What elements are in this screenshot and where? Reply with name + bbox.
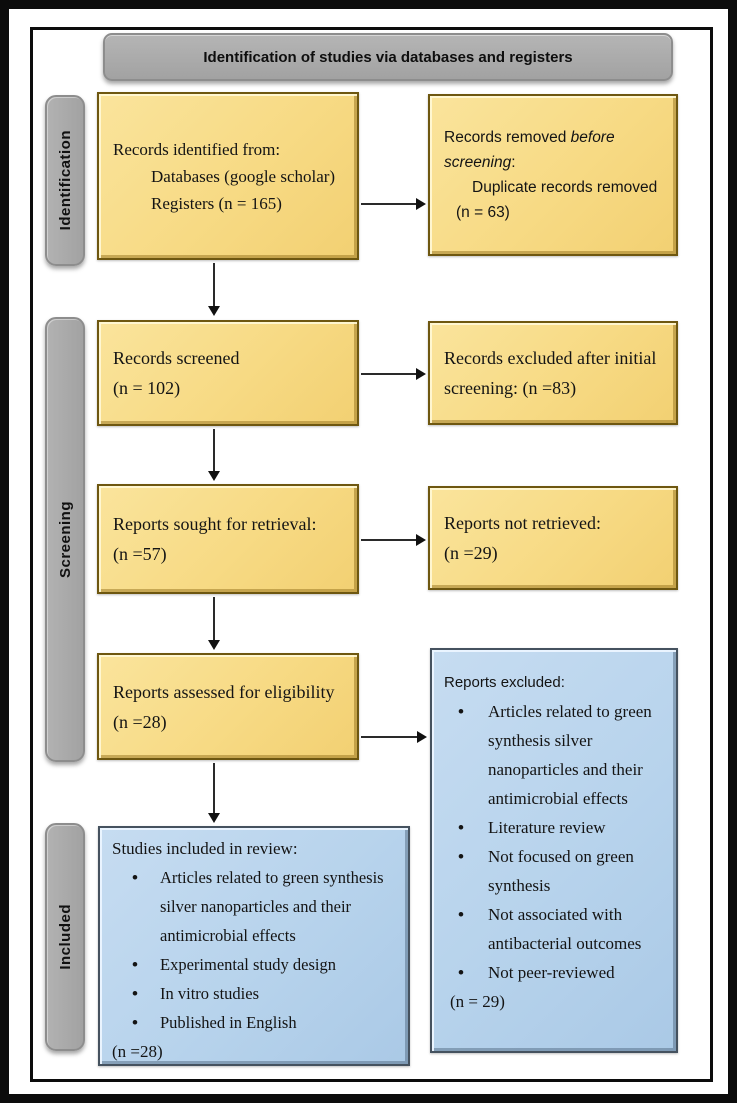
records-identified-databases: Databases (google scholar): [151, 166, 336, 186]
stage-label-included-text: Included: [56, 904, 74, 970]
studies-included-title: Studies included in review:: [112, 839, 298, 858]
diagram-header-banner: Identification of studies via databases …: [103, 33, 673, 81]
stage-label-screening: Screening: [45, 317, 85, 762]
studies-included-bullet: Published in English: [132, 1008, 402, 1037]
records-screened-text: Records screened: [113, 348, 240, 368]
reports-excluded-bullet: Articles related to green synthesis silv…: [458, 697, 670, 813]
studies-included-bullet-list: Articles related to green synthesis silv…: [112, 863, 402, 1037]
box-records-removed: Records removed before screening: Duplic…: [428, 94, 678, 256]
reports-excluded-bullet: Not associated with antibacterial outcom…: [458, 900, 670, 958]
reports-sought-text: Reports sought for retrieval:: [113, 514, 317, 534]
reports-excluded-count: (n = 29): [450, 992, 505, 1011]
records-removed-duplicates: Duplicate records removed: [472, 179, 658, 196]
records-screened-count: (n = 102): [113, 378, 181, 398]
arrow-down-screened-to-sought: [208, 429, 220, 481]
arrow-down-identified-to-screened: [208, 263, 220, 316]
reports-excluded-title: Reports excluded:: [444, 674, 565, 691]
arrow-right-screened-to-excluded: [361, 368, 426, 380]
box-reports-sought: Reports sought for retrieval: (n =57): [97, 484, 359, 594]
reports-excluded-bullet: Literature review: [458, 813, 670, 842]
records-removed-title-italic: before screening: [444, 129, 615, 171]
box-reports-excluded: Reports excluded: Articles related to gr…: [430, 648, 678, 1053]
arrow-down-sought-to-assessed: [208, 597, 220, 650]
arrow-right-assessed-to-reports-excluded: [361, 731, 427, 743]
stage-label-identification: Identification: [45, 95, 85, 266]
reports-assessed-count: (n =28): [113, 711, 167, 732]
stage-label-screening-text: Screening: [56, 500, 74, 579]
reports-excluded-bullet: Not focused on green synthesis: [458, 842, 670, 900]
box-reports-assessed: Reports assessed for eligibility (n =28): [97, 653, 359, 760]
records-removed-count: (n = 63): [456, 204, 510, 221]
box-records-excluded: Records excluded after initial screening…: [428, 321, 678, 425]
studies-included-bullet: In vitro studies: [132, 979, 402, 1008]
reports-sought-count: (n =57): [113, 544, 167, 564]
records-excluded-text: Records excluded after initial screening…: [444, 348, 657, 398]
studies-included-bullet: Articles related to green synthesis silv…: [132, 863, 402, 950]
diagram-title: Identification of studies via databases …: [203, 48, 573, 66]
studies-included-bullet: Experimental study design: [132, 950, 402, 979]
reports-assessed-text: Reports assessed for eligibility: [113, 681, 335, 702]
records-identified-title: Records identified from:: [113, 139, 281, 159]
records-identified-registers: Registers (n = 165): [151, 193, 282, 213]
box-records-screened: Records screened (n = 102): [97, 320, 359, 426]
box-reports-not-retrieved: Reports not retrieved: (n =29): [428, 486, 678, 590]
reports-excluded-bullet: Not peer-reviewed: [458, 958, 670, 987]
reports-not-retrieved-text: Reports not retrieved:: [444, 513, 601, 533]
studies-included-count: (n =28): [112, 1042, 163, 1061]
records-removed-title: Records removed before screening:: [444, 129, 615, 171]
arrow-down-assessed-to-included: [208, 763, 220, 823]
reports-excluded-bullet-list: Articles related to green synthesis silv…: [444, 697, 670, 987]
box-studies-included: Studies included in review: Articles rel…: [98, 826, 410, 1066]
arrow-right-identified-to-removed: [361, 198, 426, 210]
stage-label-identification-text: Identification: [56, 130, 74, 231]
stage-label-included: Included: [45, 823, 85, 1051]
box-records-identified: Records identified from: Databases (goog…: [97, 92, 359, 260]
reports-not-retrieved-count: (n =29): [444, 543, 498, 563]
arrow-right-sought-to-not-retrieved: [361, 534, 426, 546]
